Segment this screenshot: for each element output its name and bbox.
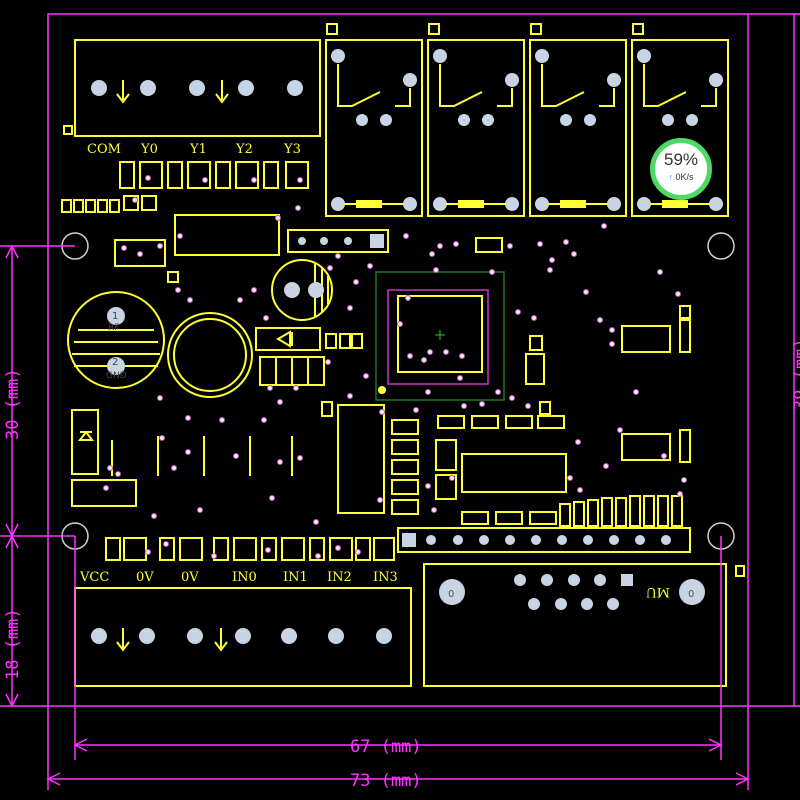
label-y0: Y0 <box>140 142 158 157</box>
board-outline <box>47 13 749 707</box>
label-y2: Y2 <box>235 142 253 157</box>
dim-inner-width: 67 (mm) <box>350 737 422 757</box>
cap-pin1: 1 <box>112 311 118 322</box>
dim-right: 39 (mm) <box>791 338 800 410</box>
dim-left-lower: 18 (mm) <box>3 608 23 680</box>
label-0v-1: 0V <box>136 570 154 585</box>
cap-rf-label: RF <box>108 323 119 333</box>
via-cluster <box>103 175 687 559</box>
dim-left-upper: 30 (mm) <box>3 368 23 440</box>
label-y1: Y1 <box>189 142 207 157</box>
dim-outer-width: 73 (mm) <box>350 771 422 791</box>
optocoupler-zone <box>71 409 293 476</box>
ic-vertical <box>337 404 385 514</box>
ic-small-left <box>114 239 166 267</box>
top-terminal-block <box>74 39 321 137</box>
bottom-terminal-block <box>74 587 412 687</box>
hole-label-right: 0 <box>688 589 694 600</box>
top-led-row <box>119 161 309 189</box>
widget-speed: 0K/s <box>675 172 694 182</box>
mounting-hole-top-right <box>707 232 735 260</box>
resistor-strip <box>559 495 683 527</box>
ic-upper <box>174 214 280 256</box>
label-in2: IN2 <box>327 570 352 585</box>
relay-4 <box>631 39 729 217</box>
mu-module: 0 0 MU <box>423 563 727 687</box>
electrolytic-cap-small <box>271 259 333 321</box>
mcu-chip <box>397 295 483 373</box>
label-vcc: VCC <box>79 570 109 585</box>
header-5pin <box>287 229 389 253</box>
hole-label-left: 0 <box>448 589 454 600</box>
cap-gnd-label: GND <box>106 371 127 381</box>
relay-1 <box>325 39 423 217</box>
label-in1: IN1 <box>283 570 308 585</box>
network-speed-widget[interactable]: 59% ↑ 0K/s <box>650 138 712 200</box>
smd-row-left <box>61 195 157 213</box>
bottom-led-row <box>105 537 395 561</box>
label-y3: Y3 <box>283 142 301 157</box>
relay-2 <box>427 39 525 217</box>
mcu-courtyard <box>375 271 505 401</box>
ic-center <box>461 453 567 493</box>
ic-right-upper <box>621 325 671 353</box>
label-com: COM <box>87 142 121 157</box>
inductor-ring <box>167 312 253 398</box>
label-in3: IN3 <box>373 570 398 585</box>
diode-box <box>255 327 321 351</box>
ic-right-lower <box>621 433 671 461</box>
dimension-lines <box>0 13 800 790</box>
cap-pin2: 2 <box>112 357 118 368</box>
widget-percent: 59% <box>663 150 699 169</box>
upload-arrow-icon: ↑ <box>668 172 673 182</box>
label-in0: IN0 <box>232 570 257 585</box>
long-pin-header <box>397 527 691 553</box>
electrolytic-cap-left: 1 2 RF GND <box>67 291 165 389</box>
smd-parts <box>167 237 691 525</box>
relay-3 <box>529 39 627 217</box>
module-label: MU <box>646 584 670 599</box>
label-0v-2: 0V <box>181 570 199 585</box>
